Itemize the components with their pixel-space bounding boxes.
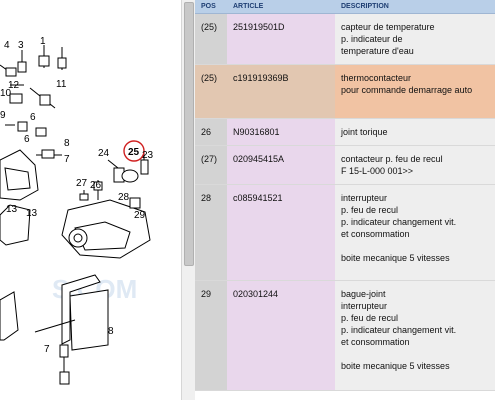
highlight-circle	[123, 140, 145, 162]
callout-label-highlighted: 25	[128, 147, 140, 158]
row-description: interrupteur p. feu de recul p. indicate…	[335, 184, 495, 281]
callout-label: 24	[98, 148, 110, 159]
column-header-article: ARTICLE	[227, 0, 335, 14]
vertical-scrollbar[interactable]	[181, 0, 195, 400]
callout-label: 13	[6, 204, 18, 215]
callout-label: 12	[8, 80, 20, 91]
callout-label: 27	[76, 178, 88, 189]
callout-label: 6	[24, 134, 30, 145]
row-pos: 29	[195, 280, 227, 391]
row-article[interactable]: c191919369B	[227, 64, 335, 119]
row-pos: 26	[195, 118, 227, 146]
callout-label: 26	[90, 180, 102, 191]
table-row-highlighted[interactable]: (25) c191919369B thermocontacteur pour c…	[195, 64, 495, 119]
row-article[interactable]: 251919501D	[227, 13, 335, 65]
table-row[interactable]: 28 c085941521 interrupteur p. feu de rec…	[195, 184, 495, 281]
parts-table-panel: POS ARTICLE DESCRIPTION (25) 251919501D …	[195, 0, 495, 400]
column-header-description: DESCRIPTION	[335, 0, 495, 14]
callout-label: 3	[18, 40, 24, 51]
parts-table: POS ARTICLE DESCRIPTION (25) 251919501D …	[195, 0, 495, 391]
table-row[interactable]: 26 N90316801 joint torique	[195, 118, 495, 146]
parts-diagram: S.COM	[0, 0, 181, 400]
row-pos: (25)	[195, 64, 227, 119]
row-article[interactable]: 020301244	[227, 280, 335, 391]
callout-label: 8	[108, 326, 114, 337]
table-row[interactable]: (27) 020945415A contacteur p. feu de rec…	[195, 145, 495, 185]
callout-label: 4	[4, 40, 10, 51]
row-pos: 28	[195, 184, 227, 281]
row-description: bague-joint interrupteur p. feu de recul…	[335, 280, 495, 391]
table-header-row: POS ARTICLE DESCRIPTION	[195, 0, 495, 14]
callout-label: 28	[118, 192, 130, 203]
callout-label: 8	[64, 138, 70, 149]
row-article[interactable]: N90316801	[227, 118, 335, 146]
exploded-view-drawing: S.COM	[0, 36, 154, 385]
row-article[interactable]: c085941521	[227, 184, 335, 281]
table-row[interactable]: (25) 251919501D capteur de temperature p…	[195, 13, 495, 65]
callout-label: 23	[142, 150, 154, 161]
row-description: contacteur p. feu de recul F 15-L-000 00…	[335, 145, 495, 185]
row-description: capteur de temperature p. indicateur de …	[335, 13, 495, 65]
callout-label: 13	[26, 208, 38, 219]
row-description: thermocontacteur pour commande demarrage…	[335, 64, 495, 119]
row-pos: (27)	[195, 145, 227, 185]
row-article[interactable]: 020945415A	[227, 145, 335, 185]
callout-label: 11	[56, 79, 67, 90]
callout-label: 7	[44, 344, 50, 355]
callout-label: 7	[64, 154, 70, 165]
callout-label: 10	[0, 88, 12, 99]
callout-label: 29	[134, 210, 146, 221]
row-description: joint torique	[335, 118, 495, 146]
callout-label: 6	[30, 112, 36, 123]
column-header-pos: POS	[195, 0, 227, 14]
callout-label: 1	[40, 36, 46, 47]
scrollbar-thumb[interactable]	[184, 2, 194, 266]
row-pos: (25)	[195, 13, 227, 65]
callout-label: 9	[0, 110, 6, 121]
table-row[interactable]: 29 020301244 bague-joint interrupteur p.…	[195, 280, 495, 391]
